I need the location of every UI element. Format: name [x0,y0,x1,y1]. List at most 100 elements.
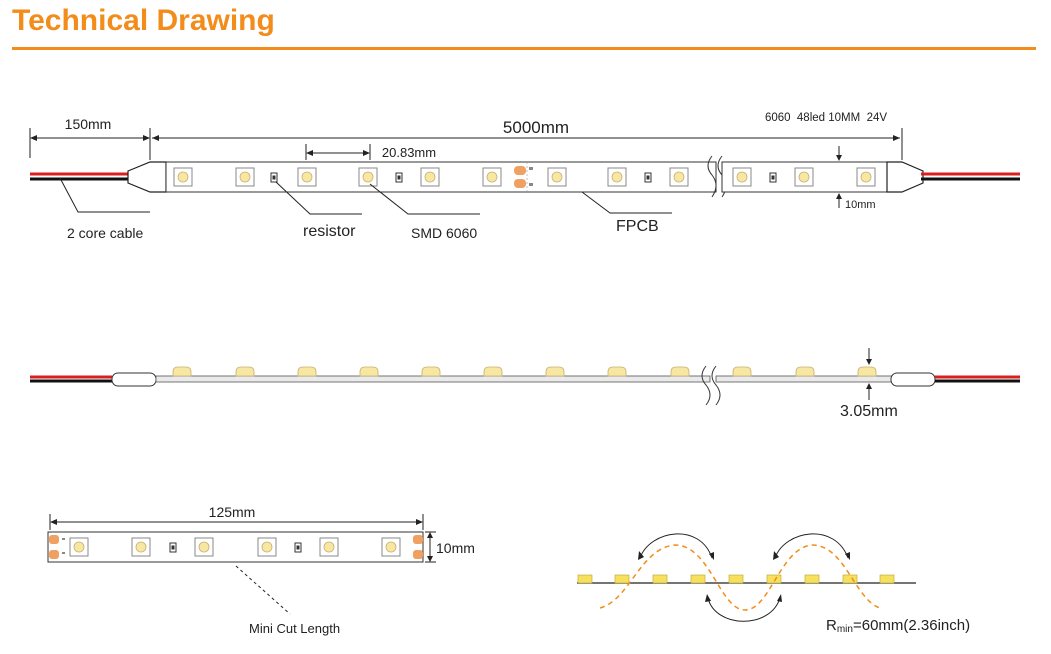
led-profile [607,366,627,377]
bend-led [728,574,744,584]
cut-label: Mini Cut Length [249,621,340,636]
led-chip [131,537,151,557]
width-label: 10mm [845,199,876,211]
leader-line [275,181,362,215]
cut-pad-mark [62,538,65,540]
flex-arrow [774,533,849,559]
arrow-icon [866,359,872,365]
flex-arrow [639,533,713,559]
led-profile [297,366,317,377]
led-chip [358,167,378,187]
resistor-chip [395,172,403,183]
arrow-icon [893,135,900,141]
led-chip [607,167,627,187]
led-chip [856,167,876,187]
strip-profile [715,375,893,383]
cut-length-value: 125mm [209,504,256,520]
led-profile [670,366,690,377]
led-chip [297,167,317,187]
arrow-icon [836,155,842,161]
cut-pad [413,550,423,559]
led-chip [420,167,440,187]
side-view: 3.05mm [30,348,1020,420]
led-chip [235,167,255,187]
cut-width-value: 10mm [436,540,475,556]
led-chip [69,537,89,557]
led-profile [359,366,379,377]
bend-led [842,574,858,584]
led-chip [194,537,214,557]
bend-led [879,574,895,584]
end-cap-left [127,161,167,193]
led-profile [795,366,815,377]
leader-line [369,183,480,215]
leader-line [235,565,291,615]
end-cap-right [890,372,936,387]
cut-view: 125mm 10mm Mini Cut Length [47,504,475,636]
led-chip [381,537,401,557]
led-chip [669,167,689,187]
bend-led [766,574,782,584]
pitch-label: 20.83mm [382,145,436,160]
strip-profile [155,375,711,383]
fpcb-label: FPCB [616,218,659,235]
arrow-icon [777,594,782,602]
break-mark [711,365,721,406]
led-profile [545,366,565,377]
arrow-icon [836,193,842,199]
resistor-label: resistor [303,223,356,240]
led-profile [172,366,192,377]
led-profile [235,366,255,377]
arrow-icon [427,532,433,538]
flex-arrow [707,597,781,622]
resistor-chip [294,542,302,553]
resistor-chip [644,172,652,183]
bend-led [652,574,668,584]
led-profile [857,366,877,377]
end-cap-left [111,372,157,387]
cut-pad [413,535,423,544]
led-chip [547,167,567,187]
arrow-icon [143,135,150,141]
cable-length-label: 150mm [65,116,112,132]
led-chip [319,537,339,557]
arrow-icon [363,150,370,156]
bend-led [577,574,593,584]
led-chip [257,537,277,557]
led-chip [482,167,502,187]
arrow-icon [50,519,57,525]
arrow-icon [30,135,37,141]
led-chip [732,167,752,187]
cut-pads [514,162,533,192]
spec-label: 6060 48led 10MM 24V [765,112,887,124]
leader-line [59,177,150,213]
resistor-chip [769,172,777,183]
arrow-icon [152,135,159,141]
break-mark [707,155,717,198]
bend-diagram: Rmin=60mm(2.36inch) [577,533,970,635]
cut-pad [49,535,59,544]
bend-led [690,574,706,584]
page-title: Technical Drawing [12,4,275,37]
cut-pad-mark [62,552,65,554]
bend-led [614,574,630,584]
arrow-icon [306,150,313,156]
arrow-icon [773,551,779,560]
arrow-icon [427,556,433,562]
arrow-icon [416,519,423,525]
led-profile [421,366,441,377]
arrow-icon [705,594,711,602]
total-length-label: 5000mm [503,118,569,137]
arrow-icon [709,552,714,560]
break-mark [701,365,711,406]
end-cap-right [886,161,924,193]
resistor-chip [169,542,177,553]
led-label: SMD 6060 [411,225,477,241]
led-chip [794,167,814,187]
led-profile [483,366,503,377]
bend-led [804,574,820,584]
height-label: 3.05mm [840,403,898,420]
arrow-icon [845,552,850,560]
top-view: 150mm 5000mm 6060 48led 10MM 24V 20.83mm… [29,112,1020,241]
